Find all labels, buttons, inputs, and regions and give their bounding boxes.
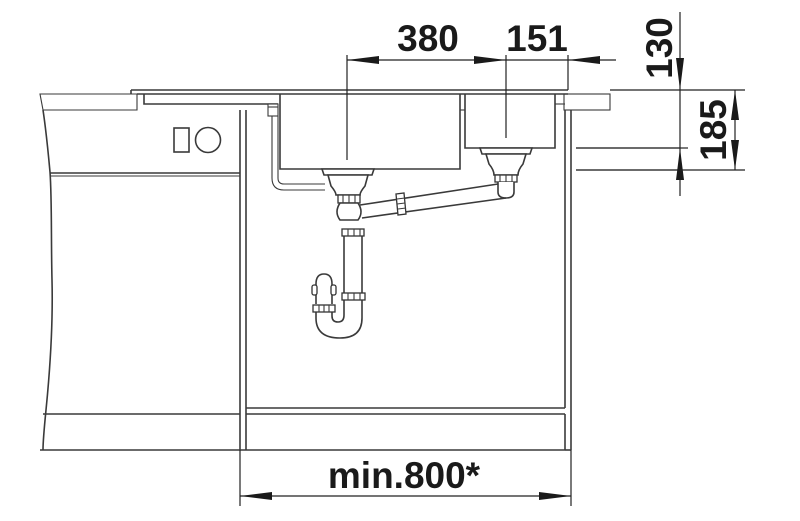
dishwasher-control-circle [194,126,222,154]
dimension-185-label: 185 [693,99,734,161]
cabinet-plinth [246,413,566,451]
right-cabinet [576,147,680,171]
main-bowl [279,94,465,170]
countertop-right [563,93,611,111]
dimension-130-label: 130 [639,17,680,79]
dimension-130: 130 [610,12,745,196]
dimension-185: 185 [680,90,745,171]
dimension-min-800: min.800* [239,450,572,506]
overflow-pipe [271,116,325,191]
dimension-151-label: 151 [506,18,568,59]
secondary-drain-strainer [478,147,534,199]
countertop-left [39,93,138,111]
dishwasher [40,109,248,451]
sink-rim [130,89,568,117]
dimension-bowl-widths: 380 151 [346,18,616,160]
secondary-bowl [464,94,565,149]
main-drain-strainer [320,168,376,204]
p-trap-siphon [311,202,366,339]
connecting-waste-pipe [359,183,507,219]
dimension-min800-label: min.800* [328,455,481,496]
dishwasher-control-rect [173,127,190,153]
dimension-380-label: 380 [397,18,459,59]
base-cabinet [245,110,572,451]
